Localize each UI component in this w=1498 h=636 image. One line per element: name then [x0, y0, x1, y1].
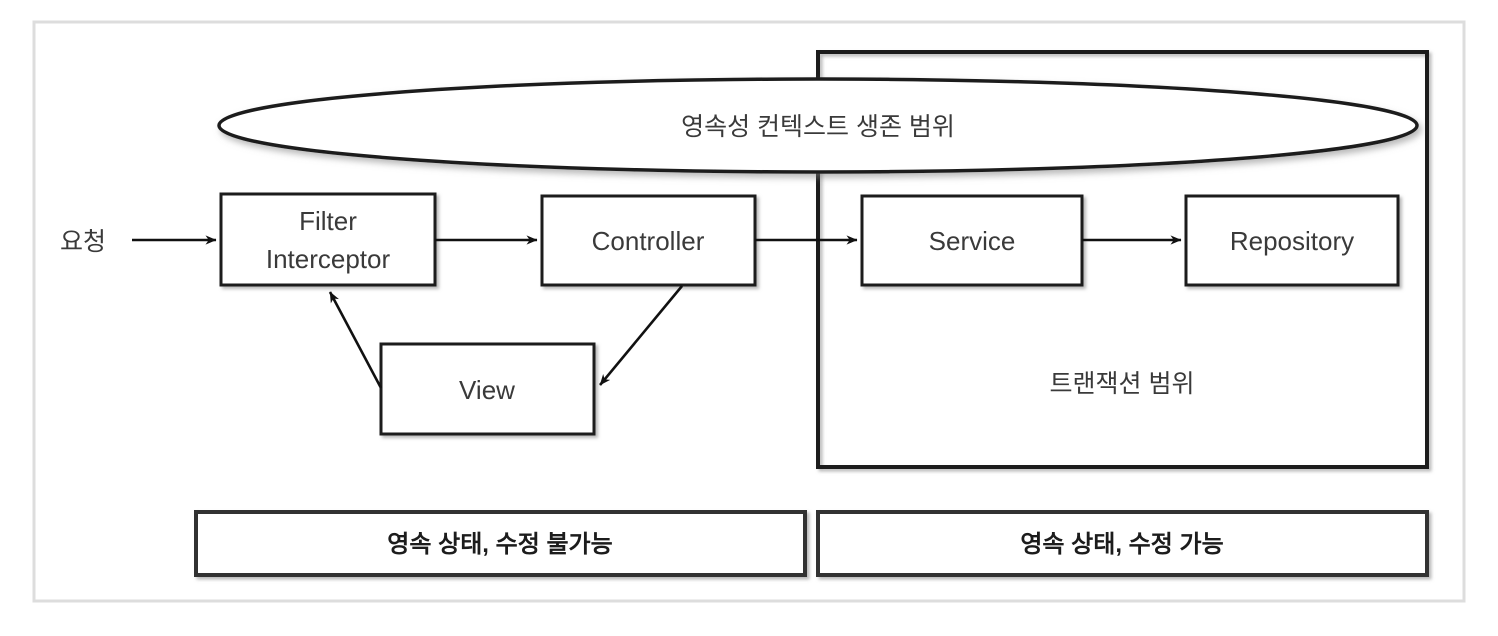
controller-label: Controller — [592, 226, 705, 256]
node-repository[interactable]: Repository — [1184, 194, 1400, 287]
transaction-scope-container: 트랜잭션 범위 — [816, 50, 1429, 469]
node-service[interactable]: Service — [860, 194, 1084, 287]
node-view[interactable]: View — [379, 342, 596, 436]
persistence-context-scope: 영속성 컨텍스트 생존 범위 — [217, 77, 1419, 174]
bar-left-box — [194, 510, 807, 577]
controller-box[interactable] — [540, 194, 757, 287]
transaction-scope-label: 트랜잭션 범위 — [1050, 370, 1195, 398]
view-label: View — [459, 375, 515, 405]
arrow-view-to-filter — [328, 291, 383, 389]
service-box[interactable] — [860, 194, 1084, 287]
arrow-controller-to-view — [598, 285, 684, 386]
bottom-bar-right: 영속 상태, 수정 가능 — [816, 510, 1429, 577]
node-controller[interactable]: Controller — [540, 194, 757, 287]
filter-interceptor-label-line2: Interceptor — [266, 244, 391, 274]
persistence-context-ellipse — [217, 77, 1419, 174]
bar-left-label: 영속 상태, 수정 불가능 — [387, 531, 612, 558]
transaction-scope-box — [816, 50, 1429, 469]
request-label: 요청 — [60, 228, 106, 256]
service-label: Service — [929, 226, 1016, 256]
view-box[interactable] — [379, 342, 596, 436]
persistence-context-label: 영속성 컨텍스트 생존 범위 — [681, 113, 955, 141]
repository-box[interactable] — [1184, 194, 1400, 287]
bar-right-label: 영속 상태, 수정 가능 — [1020, 531, 1223, 558]
node-filter-interceptor[interactable]: Filter Interceptor — [219, 192, 437, 287]
diagram-outer-frame — [32, 20, 1466, 603]
request-entry: 요청 — [60, 228, 217, 256]
filter-interceptor-label-line1: Filter — [299, 206, 357, 236]
repository-label: Repository — [1230, 226, 1354, 256]
filter-interceptor-box[interactable] — [219, 192, 437, 287]
bar-right-box — [816, 510, 1429, 577]
bottom-bar-left: 영속 상태, 수정 불가능 — [194, 510, 807, 577]
